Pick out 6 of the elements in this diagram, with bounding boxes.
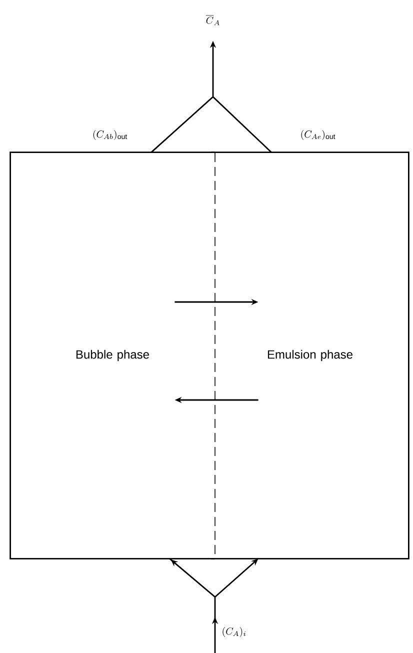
outlet-label: $\overline{C}_A$ bbox=[206, 15, 220, 26]
edge-label: $(C_{Ab})_{\mathrm{out}}$ bbox=[93, 130, 128, 140]
bubble-phase-region: Bubble phase bbox=[10, 152, 215, 560]
inlet-label: $(C_A)_i$ bbox=[222, 626, 246, 637]
edge-label: $(C_{Ae})_{\mathrm{out}}$ bbox=[301, 130, 336, 140]
emulsion-phase-region: Emulsion phase bbox=[211, 152, 410, 560]
